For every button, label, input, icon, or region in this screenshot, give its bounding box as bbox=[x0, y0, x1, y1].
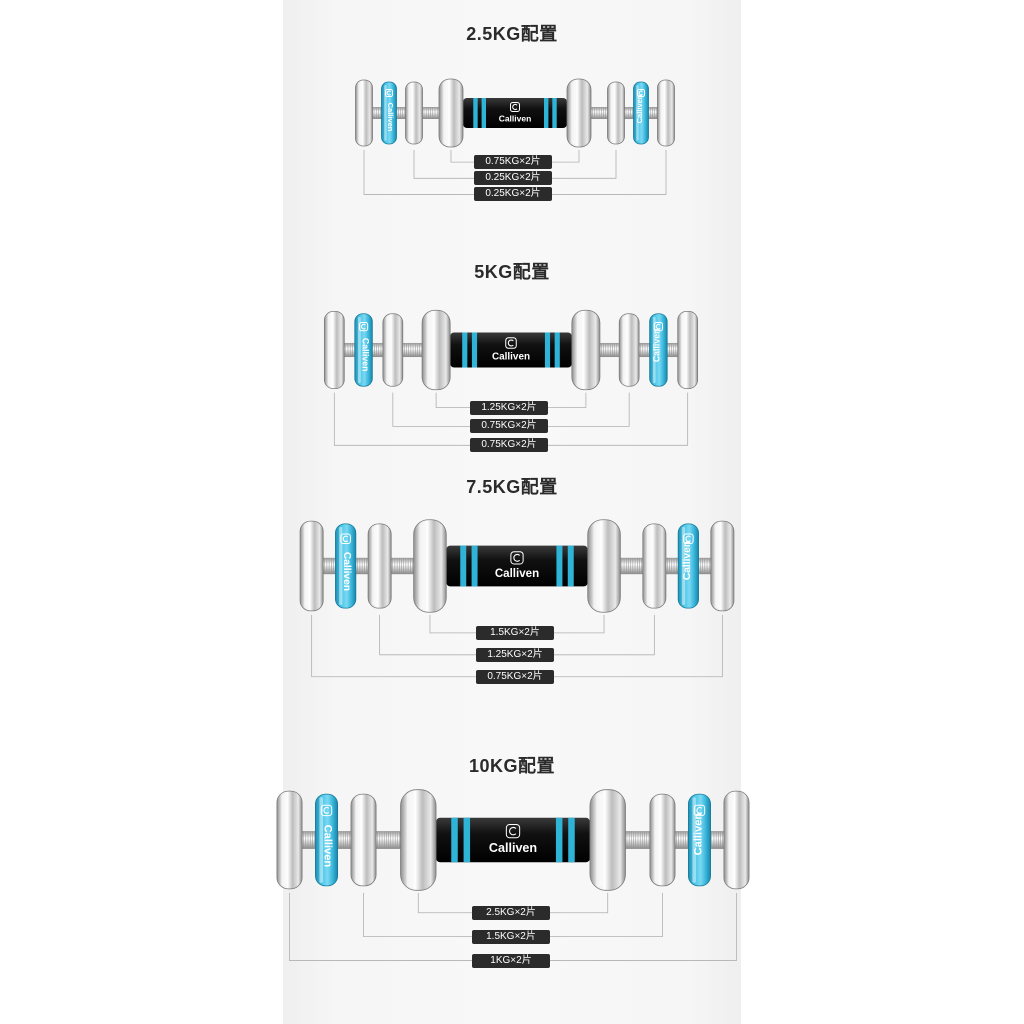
config-title: 7.5KG配置 bbox=[466, 477, 558, 497]
thread-stud bbox=[344, 342, 383, 358]
thread-stud bbox=[391, 557, 414, 575]
weight-label: 2.5KG×2片 bbox=[472, 905, 550, 920]
blue-plate-right: Calliven bbox=[677, 523, 699, 609]
main-plate-left bbox=[438, 78, 464, 148]
thread-stud bbox=[624, 107, 658, 119]
blue-plate-left: Calliven bbox=[381, 81, 397, 145]
calliven-logo-icon bbox=[320, 804, 333, 817]
thread-stud bbox=[422, 107, 439, 119]
brand-label: Calliven bbox=[652, 329, 662, 363]
weight-label: 0.75KG×2片 bbox=[470, 419, 548, 434]
calliven-logo-icon bbox=[510, 551, 524, 565]
brand-label: Calliven bbox=[499, 113, 532, 123]
dumbbell-handle: Calliven bbox=[463, 98, 567, 128]
inner-plate-right bbox=[607, 81, 625, 145]
config-title: 5KG配置 bbox=[474, 262, 550, 282]
blue-plate-left: Calliven bbox=[315, 793, 339, 887]
config-title: 2.5KG配置 bbox=[466, 24, 558, 44]
blue-plate-right: Calliven bbox=[687, 793, 711, 887]
thread-stud bbox=[302, 831, 351, 849]
inner-plate-left bbox=[350, 793, 377, 887]
thread-stud bbox=[372, 107, 406, 119]
thread-stud bbox=[402, 342, 423, 358]
outer-plate-left bbox=[355, 79, 373, 147]
calliven-logo-icon bbox=[358, 322, 369, 332]
thread-stud bbox=[376, 831, 401, 849]
thread-stud bbox=[620, 557, 643, 575]
blue-plate-right: Calliven bbox=[649, 313, 668, 387]
brand-label: Calliven bbox=[386, 103, 395, 132]
weight-label: 1.5KG×2片 bbox=[472, 929, 550, 944]
brand-label: Calliven bbox=[360, 338, 370, 372]
outer-plate-right bbox=[677, 310, 699, 390]
calliven-logo-icon bbox=[510, 102, 520, 112]
outer-plate-right bbox=[657, 79, 675, 147]
outer-plate-left bbox=[323, 310, 345, 390]
inner-plate-left bbox=[405, 81, 423, 145]
inner-plate-left bbox=[382, 313, 404, 387]
brand-label: Calliven bbox=[492, 352, 530, 363]
blue-plate-left: Calliven bbox=[354, 313, 373, 387]
calliven-logo-icon bbox=[385, 89, 393, 97]
main-plate-left bbox=[400, 789, 437, 891]
thread-stud bbox=[639, 342, 678, 358]
brand-label: Calliven bbox=[322, 825, 334, 868]
calliven-logo-icon bbox=[653, 322, 664, 332]
blue-plate-left: Calliven bbox=[335, 523, 357, 609]
main-plate-right bbox=[589, 789, 626, 891]
main-plate-right bbox=[566, 78, 592, 148]
inner-plate-right bbox=[618, 313, 640, 387]
thread-stud bbox=[599, 342, 620, 358]
main-plate-right bbox=[571, 309, 601, 391]
brand-label: Calliven bbox=[635, 94, 644, 123]
main-plate-left bbox=[421, 309, 451, 391]
weight-label: 1.25KG×2片 bbox=[470, 400, 548, 415]
calliven-logo-icon bbox=[505, 823, 521, 839]
dimension-lines bbox=[311, 614, 723, 678]
main-plate-right bbox=[587, 519, 621, 613]
calliven-logo-icon bbox=[683, 533, 694, 545]
brand-label: Calliven bbox=[341, 552, 352, 591]
brand-label: Calliven bbox=[495, 568, 539, 580]
calliven-logo-icon bbox=[693, 804, 706, 817]
blue-plate-right: Calliven bbox=[633, 81, 649, 145]
brand-label: Calliven bbox=[682, 541, 693, 580]
dumbbell-handle: Calliven bbox=[436, 817, 590, 863]
dumbbell-handle: Calliven bbox=[446, 545, 588, 587]
config-title: 10KG配置 bbox=[468, 756, 556, 776]
weight-label: 0.75KG×2片 bbox=[474, 155, 552, 170]
thread-stud bbox=[323, 557, 369, 575]
weight-label: 1KG×2片 bbox=[472, 953, 550, 968]
inner-plate-right bbox=[642, 523, 667, 609]
thread-stud bbox=[625, 831, 650, 849]
main-plate-left bbox=[413, 519, 447, 613]
weight-label: 0.75KG×2片 bbox=[476, 669, 554, 684]
calliven-logo-icon bbox=[505, 337, 517, 349]
weight-label: 1.5KG×2片 bbox=[476, 625, 554, 640]
brand-label: Calliven bbox=[692, 813, 704, 856]
inner-plate-left bbox=[367, 523, 392, 609]
calliven-logo-icon bbox=[637, 89, 645, 97]
outer-plate-right bbox=[710, 520, 735, 612]
brand-label: Calliven bbox=[489, 841, 537, 855]
dumbbell-handle: Calliven bbox=[450, 332, 572, 368]
outer-plate-left bbox=[276, 790, 303, 890]
thread-stud bbox=[591, 107, 608, 119]
weight-label: 1.25KG×2片 bbox=[476, 647, 554, 662]
thread-stud bbox=[675, 831, 724, 849]
calliven-logo-icon bbox=[340, 533, 351, 545]
weight-label: 0.25KG×2片 bbox=[474, 171, 552, 186]
inner-plate-right bbox=[649, 793, 676, 887]
outer-plate-right bbox=[723, 790, 750, 890]
dimension-lines bbox=[289, 892, 737, 961]
weight-label: 0.75KG×2片 bbox=[470, 438, 548, 453]
weight-label: 0.25KG×2片 bbox=[474, 187, 552, 202]
outer-plate-left bbox=[299, 520, 324, 612]
thread-stud bbox=[665, 557, 711, 575]
